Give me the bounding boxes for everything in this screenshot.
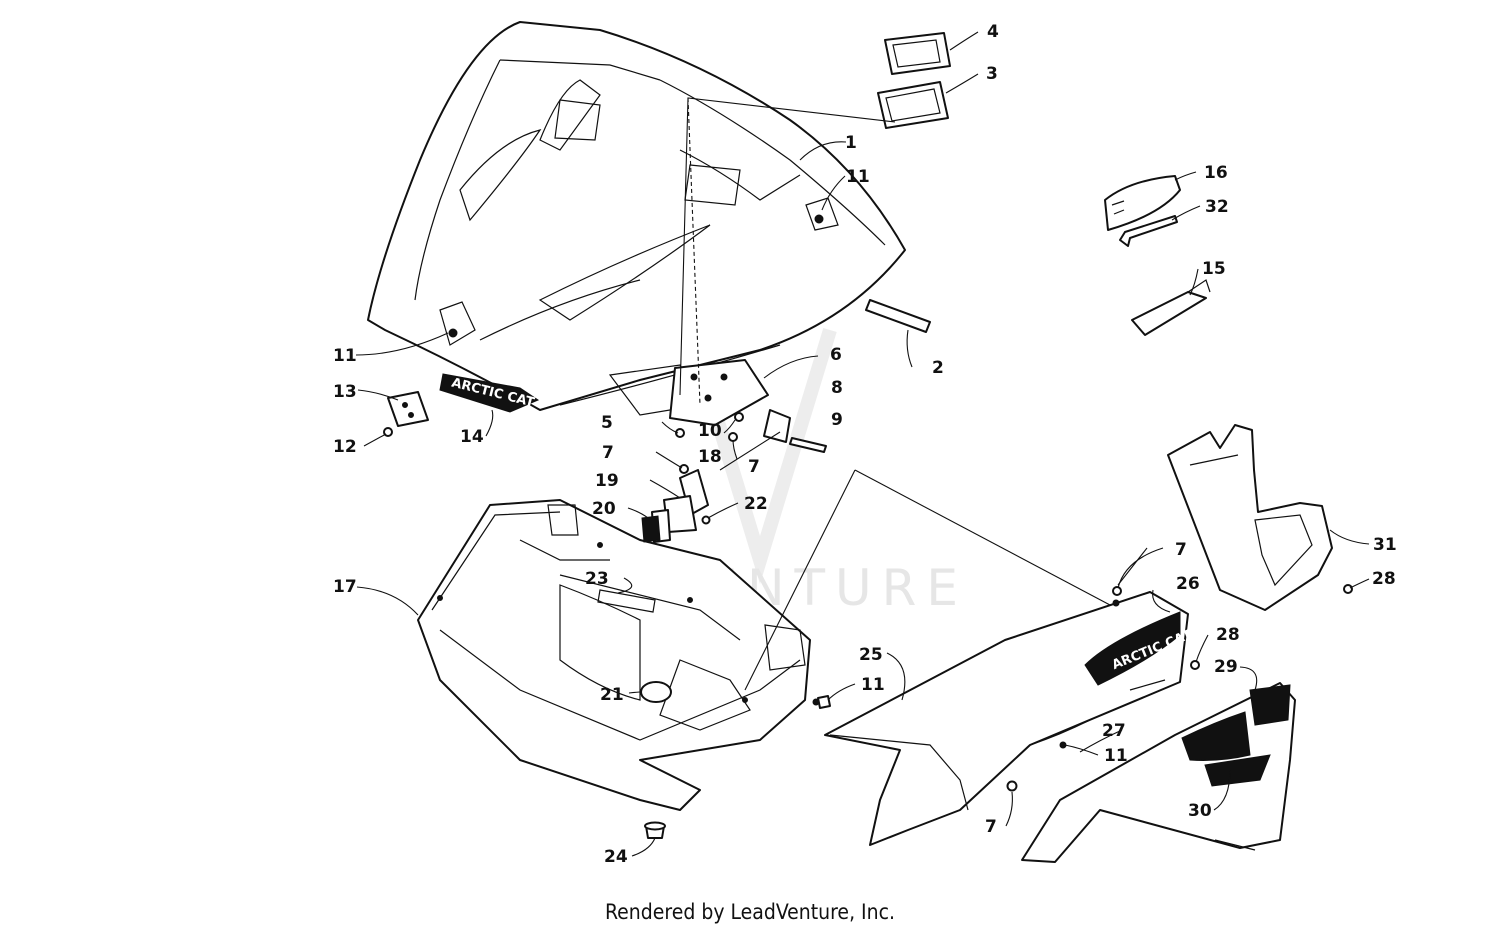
callout-15: 15 — [1202, 259, 1226, 279]
hood-part-1 — [367, 21, 906, 416]
callout-28-a: 28 — [1216, 625, 1240, 645]
callout-7-d: 7 — [985, 817, 997, 837]
callout-7-b: 7 — [748, 457, 760, 477]
callout-7-a: 7 — [602, 443, 614, 463]
callout-4: 4 — [987, 22, 999, 42]
storage-tub-part-17 — [417, 499, 820, 811]
callout-14: 14 — [460, 427, 484, 447]
latch-part-13 — [387, 391, 429, 427]
tool-part-32 — [1119, 215, 1178, 247]
callout-11-c: 11 — [861, 675, 885, 695]
footer-credit: Rendered by LeadVenture, Inc. — [605, 900, 895, 924]
leader-lines — [355, 31, 1370, 857]
graphic-part-30 — [1181, 684, 1291, 787]
callout-23: 23 — [585, 569, 609, 589]
callout-16: 16 — [1204, 163, 1228, 183]
callout-18: 18 — [698, 447, 722, 467]
callout-8: 8 — [831, 378, 843, 398]
callout-13: 13 — [333, 382, 357, 402]
vent-part-3 — [877, 81, 949, 129]
callout-29: 29 — [1214, 657, 1238, 677]
callout-19: 19 — [595, 471, 619, 491]
plug-part-24 — [644, 821, 666, 839]
callout-24: 24 — [604, 847, 628, 867]
clip-part-11-lower — [817, 695, 831, 709]
screw-part-7-nose — [1006, 780, 1018, 792]
callout-11-a: 11 — [846, 167, 870, 187]
callout-26: 26 — [1176, 574, 1200, 594]
callout-7-c: 7 — [1175, 540, 1187, 560]
callout-10: 10 — [698, 421, 722, 441]
shroud-part-31 — [1167, 424, 1333, 611]
decal-part-20 — [641, 515, 661, 543]
callout-22: 22 — [744, 494, 768, 514]
callout-32: 32 — [1205, 197, 1229, 217]
callout-20: 20 — [592, 499, 616, 519]
strip-part-2 — [865, 299, 931, 333]
callout-5: 5 — [601, 413, 613, 433]
callout-1: 1 — [845, 133, 857, 153]
callout-27: 27 — [1102, 721, 1126, 741]
callout-28-b: 28 — [1372, 569, 1396, 589]
hardware-cluster — [651, 409, 827, 543]
callout-3: 3 — [986, 64, 998, 84]
screw-part-28-nose — [1190, 660, 1200, 670]
part-16 — [1104, 175, 1181, 231]
screw-part-28-shroud — [1343, 584, 1353, 594]
callout-6: 6 — [830, 345, 842, 365]
callout-21: 21 — [600, 685, 624, 705]
bracket-part-6 — [669, 359, 769, 426]
callout-labels: 1 2 3 4 5 6 7 7 7 7 8 9 10 11 11 11 11 1… — [333, 22, 1397, 867]
decal-part-21 — [640, 681, 672, 703]
callout-30: 30 — [1188, 801, 1212, 821]
callout-9: 9 — [831, 410, 843, 430]
callout-11-d: 11 — [1104, 746, 1128, 766]
callout-17: 17 — [333, 577, 357, 597]
assembly-lines — [679, 97, 1111, 691]
part-15 — [1131, 279, 1211, 336]
vent-cover-part-4 — [884, 32, 951, 75]
callout-12: 12 — [333, 437, 357, 457]
screw-part-7-upper — [1112, 586, 1122, 596]
callout-11-b: 11 — [333, 346, 357, 366]
callout-25: 25 — [859, 645, 883, 665]
callout-2: 2 — [932, 358, 944, 378]
callout-31: 31 — [1373, 535, 1397, 555]
